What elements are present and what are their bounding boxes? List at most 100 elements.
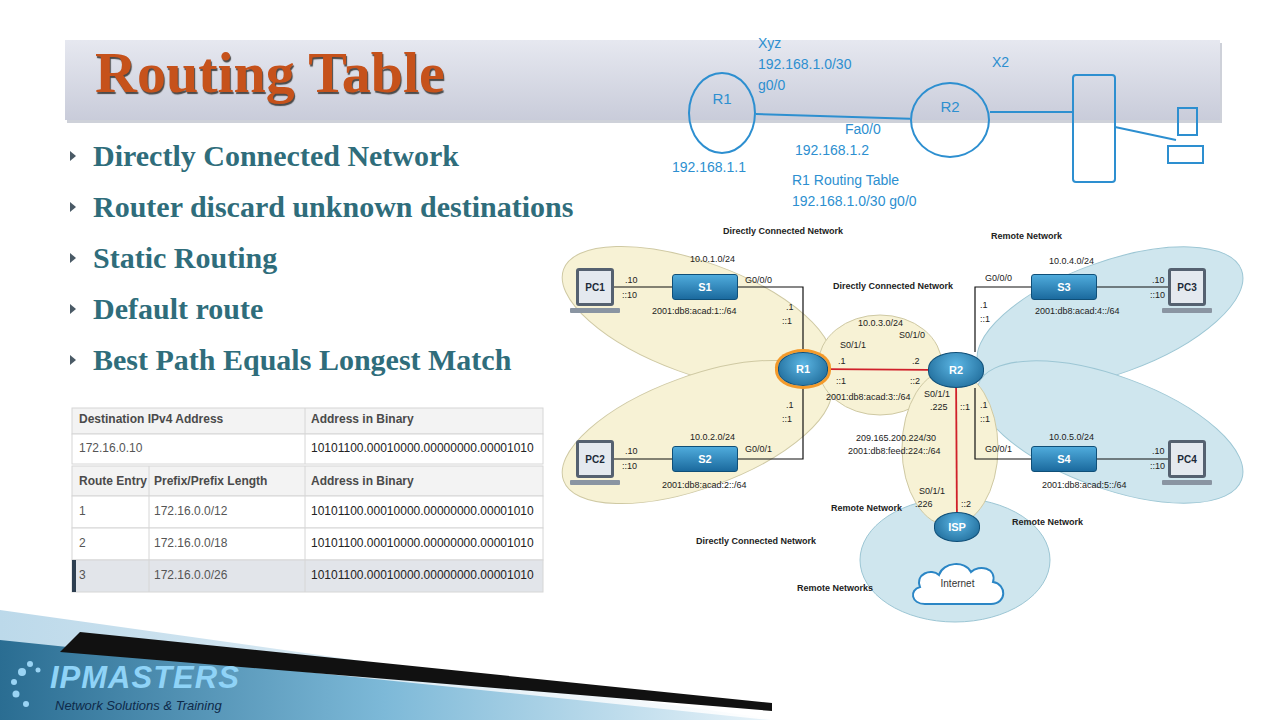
bullet-text: Directly Connected Network xyxy=(93,139,459,174)
node-label: R2 xyxy=(949,364,963,376)
interface-label: ::1 xyxy=(782,414,792,424)
sketch-note: Fa0/0 xyxy=(845,121,881,137)
bullet-marker xyxy=(70,151,76,365)
pc-icon: PC2 xyxy=(576,440,614,478)
link-line xyxy=(828,369,928,371)
sketch-note: R1 Routing Table xyxy=(792,172,899,188)
link-line xyxy=(614,459,672,460)
cloud-icon: Internet xyxy=(905,556,1010,611)
interface-label: .1 xyxy=(838,356,846,366)
region-label: Directly Connected Network xyxy=(696,536,816,546)
interface-label: 2001:db8:acad:1::/64 xyxy=(652,306,737,316)
link-line xyxy=(756,114,910,119)
table-cell: 1 xyxy=(79,505,86,519)
sketch-note: 192.168.1.1 xyxy=(672,159,746,175)
interface-label: .1 xyxy=(980,400,988,410)
table-cell: 10101100.00010000.00000000.00001010 xyxy=(311,442,534,456)
switch-icon: S3 xyxy=(1031,274,1097,300)
logo-text: IPMASTERS xyxy=(50,660,240,696)
bullet-text: Router discard unknown destinations xyxy=(93,190,573,225)
sketch-note: 192.168.1.0/30 xyxy=(758,56,851,72)
interface-label: S0/1/1 xyxy=(919,486,945,496)
sketch-note: 192.168.1.2 xyxy=(795,142,869,158)
route-table xyxy=(72,408,543,592)
interface-label: ::10 xyxy=(622,461,637,471)
interface-label: ::1 xyxy=(980,314,990,324)
link-line xyxy=(975,388,1031,459)
switch-icon: S4 xyxy=(1031,446,1097,472)
table-cell: 10101100.00010000.00000000.00001010 xyxy=(311,569,534,583)
node-label: PC4 xyxy=(1177,454,1196,465)
interface-label: 10.0.2.0/24 xyxy=(690,432,735,442)
table-header: Address in Binary xyxy=(311,475,414,489)
interface-label: 2001:db8:feed:224::/64 xyxy=(848,446,941,456)
interface-label: S0/1/1 xyxy=(840,340,866,350)
bullet-text: Default route xyxy=(93,292,263,327)
network-region xyxy=(544,217,1260,622)
interface-label: .225 xyxy=(930,402,948,412)
table-cell: 10101100.00010000.00000000.00001010 xyxy=(311,505,534,519)
interface-label: 10.0.5.0/24 xyxy=(1049,432,1094,442)
sketch-note: X2 xyxy=(992,54,1009,70)
interface-label: 2001:db8:acad:4::/64 xyxy=(1035,306,1120,316)
interface-label: .10 xyxy=(625,275,638,285)
switch-icon: S2 xyxy=(672,446,738,472)
node-label: S4 xyxy=(1057,453,1070,465)
switch-icon: S1 xyxy=(672,274,738,300)
interface-label: .2 xyxy=(912,356,920,366)
interface-label: ::10 xyxy=(1150,461,1165,471)
node-label: PC1 xyxy=(585,282,604,293)
interface-label: S0/1/1 xyxy=(924,389,950,399)
interface-label: ::2 xyxy=(961,499,971,509)
table-cell: 2 xyxy=(79,537,86,551)
interface-label: 2001:db8:acad:2::/64 xyxy=(662,480,747,490)
interface-label: ::10 xyxy=(1150,290,1165,300)
logo-mark xyxy=(11,661,41,707)
interface-label: S0/1/0 xyxy=(899,330,925,340)
node-label: S2 xyxy=(698,453,711,465)
table-cell: 172.16.0.0/18 xyxy=(154,537,227,551)
node-label: R2 xyxy=(940,98,959,115)
region-label: Remote Network xyxy=(831,503,902,513)
interface-label: .226 xyxy=(915,499,933,509)
interface-label: 10.0.1.0/24 xyxy=(690,254,735,264)
interface-label: 2001:db8:acad:5::/64 xyxy=(1042,480,1127,490)
sketch-router: R1 xyxy=(688,72,756,154)
interface-label: G0/0/0 xyxy=(985,273,1012,283)
region-label: Remote Network xyxy=(991,231,1062,241)
interface-label: G0/0/0 xyxy=(745,275,772,285)
pc-icon: PC1 xyxy=(576,268,614,306)
interface-label: .10 xyxy=(1152,275,1165,285)
interface-label: 2001:db8:acad:3::/64 xyxy=(826,392,911,402)
table-header: Address in Binary xyxy=(311,413,414,427)
link-line xyxy=(956,388,958,512)
region-label: Directly Connected Network xyxy=(833,281,953,291)
interface-label: .1 xyxy=(786,400,794,410)
sketch-note: g0/0 xyxy=(758,77,785,93)
router-icon: ISP xyxy=(934,512,980,542)
title-banner xyxy=(65,40,1220,120)
table-cell: 172.16.0.0/26 xyxy=(154,569,227,583)
sketch-switch xyxy=(990,75,1203,182)
node-label: ISP xyxy=(948,521,966,533)
interface-label: .10 xyxy=(1152,446,1165,456)
node-label: PC2 xyxy=(585,454,604,465)
pc-keyboard xyxy=(570,308,1212,485)
interface-label: 10.0.3.0/24 xyxy=(858,318,903,328)
footer-band xyxy=(0,610,780,720)
link-line xyxy=(975,287,1031,352)
link-line xyxy=(1097,287,1168,288)
sketch-note: Xyz xyxy=(758,35,781,51)
node-label: PC3 xyxy=(1177,282,1196,293)
region-label: Remote Networks xyxy=(797,583,873,593)
router-icon: R2 xyxy=(928,352,984,388)
interface-label: .10 xyxy=(625,446,638,456)
node-label: R1 xyxy=(796,363,810,375)
logo-tagline: Network Solutions & Training xyxy=(55,699,222,714)
sketch-note: 192.168.1.0/30 g0/0 xyxy=(792,193,917,209)
sketch-router: R2 xyxy=(910,82,990,158)
link-line xyxy=(1097,459,1168,460)
interface-label: .1 xyxy=(786,302,794,312)
interface-label: 10.0.4.0/24 xyxy=(1049,256,1094,266)
interface-label: ::1 xyxy=(836,376,846,386)
